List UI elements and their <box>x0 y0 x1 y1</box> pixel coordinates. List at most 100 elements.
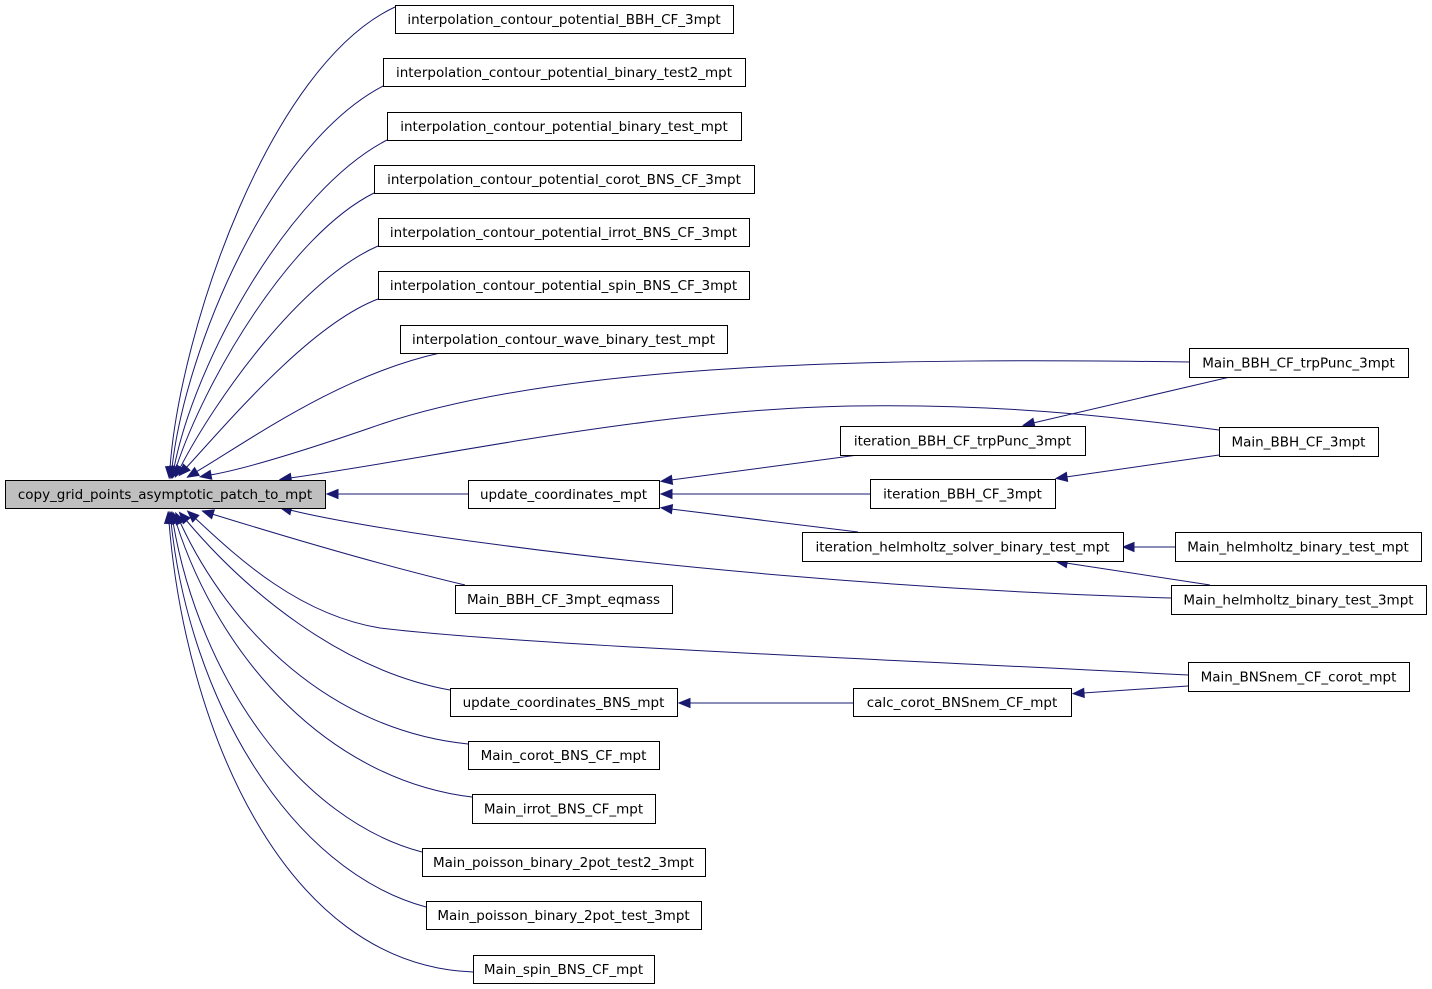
node-box <box>395 5 734 34</box>
node-box <box>870 479 1056 509</box>
edge-main_spin <box>163 510 474 973</box>
node-box <box>473 955 655 984</box>
node-label: Main_poisson_binary_2pot_test2_3mpt <box>433 855 694 871</box>
node-box <box>1189 348 1409 378</box>
edge-icp_bbh <box>164 6 396 480</box>
node-label: interpolation_contour_potential_irrot_BN… <box>390 225 737 241</box>
node-it-trp[interactable]: iteration_BBH_CF_trpPunc_3mpt <box>840 426 1086 456</box>
node-label: Main_irrot_BNS_CF_mpt <box>484 802 643 818</box>
edge-line <box>194 517 1189 676</box>
edge-main_bnsnem-calc_corot <box>1071 685 1189 699</box>
node-box <box>374 165 755 194</box>
node-icp-corot[interactable]: interpolation_contour_potential_corot_BN… <box>374 165 755 194</box>
node-box <box>468 480 660 509</box>
edge-line <box>169 6 396 469</box>
arrowhead-icon <box>163 510 175 524</box>
node-box <box>455 585 673 614</box>
arrowhead-icon <box>186 466 200 478</box>
node-main-helm-3mpt[interactable]: Main_helmholtz_binary_test_3mpt <box>1171 585 1427 615</box>
edge-main_bbh-it_bbh <box>1054 454 1220 482</box>
edge-main_corot <box>175 511 469 745</box>
node-root[interactable]: copy_grid_points_asymptotic_patch_to_mpt <box>5 480 326 509</box>
node-box <box>1219 427 1379 457</box>
edge-line <box>175 521 473 798</box>
edge-line <box>211 513 466 586</box>
arrowhead-icon <box>1054 471 1069 482</box>
node-calc-corot[interactable]: calc_corot_BNSnem_CF_mpt <box>853 688 1072 717</box>
edge-line <box>173 139 388 469</box>
edge-main_poisson2 <box>168 510 423 853</box>
edge-main_irrot <box>171 511 473 798</box>
node-it-bbh[interactable]: iteration_BBH_CF_3mpt <box>870 479 1056 509</box>
node-icp-spin[interactable]: interpolation_contour_potential_spin_BNS… <box>378 271 750 300</box>
edge-upd <box>325 488 468 500</box>
edge-line <box>195 352 441 473</box>
edge-line <box>1065 562 1211 586</box>
node-box <box>853 688 1072 717</box>
nodes-layer: copy_grid_points_asymptotic_patch_to_mpt… <box>5 5 1427 984</box>
node-label: Main_BBH_CF_3mpt_eqmass <box>467 592 660 608</box>
node-label: interpolation_contour_potential_binary_t… <box>400 119 728 135</box>
edge-line <box>1032 376 1231 424</box>
node-box <box>802 532 1124 562</box>
arrowhead-icon <box>659 503 674 515</box>
edge-main_helm_mpt-it_helm <box>1121 541 1175 553</box>
node-label: iteration_BBH_CF_3mpt <box>883 487 1042 503</box>
node-main-eqmass[interactable]: Main_BBH_CF_3mpt_eqmass <box>455 585 673 614</box>
node-box <box>1171 585 1427 615</box>
node-icp-bbh[interactable]: interpolation_contour_potential_BBH_CF_3… <box>395 5 734 34</box>
edge-icw_bt <box>186 352 441 478</box>
arrowhead-icon <box>1121 541 1135 553</box>
node-label: copy_grid_points_asymptotic_patch_to_mpt <box>18 487 312 503</box>
node-label: iteration_helmholtz_solver_binary_test_m… <box>815 540 1109 556</box>
node-box <box>450 688 678 717</box>
node-main-helm-mpt[interactable]: Main_helmholtz_binary_test_mpt <box>1175 532 1422 562</box>
edge-icp_corot <box>171 192 375 479</box>
edge-main_poisson <box>165 510 427 908</box>
node-box <box>472 794 656 824</box>
node-label: update_coordinates_mpt <box>480 487 647 503</box>
edge-line <box>185 519 451 691</box>
edge-it_trp-upd <box>659 454 859 485</box>
node-main-spin[interactable]: Main_spin_BNS_CF_mpt <box>473 955 655 984</box>
edge-calc_corot-upd_bns <box>677 697 853 709</box>
edge-line <box>185 298 379 469</box>
node-label: Main_BBH_CF_trpPunc_3mpt <box>1202 356 1395 372</box>
arrowhead-icon <box>1021 417 1036 428</box>
edge-line <box>179 245 379 469</box>
node-it-helm[interactable]: iteration_helmholtz_solver_binary_test_m… <box>802 532 1124 562</box>
node-icp-irrot[interactable]: interpolation_contour_potential_irrot_BN… <box>378 218 750 247</box>
edge-it_helm-upd <box>659 503 859 533</box>
node-box <box>422 848 706 877</box>
node-main-poisson2[interactable]: Main_poisson_binary_2pot_test2_3mpt <box>422 848 706 877</box>
arrowhead-icon <box>178 463 191 477</box>
edge-line <box>179 521 469 745</box>
node-main-poisson[interactable]: Main_poisson_binary_2pot_test_3mpt <box>426 901 702 930</box>
node-box <box>378 218 750 247</box>
node-upd-bns[interactable]: update_coordinates_BNS_mpt <box>450 688 678 717</box>
edge-line <box>289 509 1172 599</box>
arrowhead-icon <box>198 469 213 480</box>
node-icp-bt2[interactable]: interpolation_contour_potential_binary_t… <box>383 58 746 87</box>
node-main-trp[interactable]: Main_BBH_CF_trpPunc_3mpt <box>1189 348 1409 378</box>
node-main-bnsnem[interactable]: Main_BNSnem_CF_corot_mpt <box>1188 662 1410 692</box>
arrowhead-icon <box>659 488 673 500</box>
node-main-irrot[interactable]: Main_irrot_BNS_CF_mpt <box>472 794 656 824</box>
node-label: interpolation_contour_potential_spin_BNS… <box>390 278 737 294</box>
node-main-bbh[interactable]: Main_BBH_CF_3mpt <box>1219 427 1379 457</box>
node-label: interpolation_contour_potential_corot_BN… <box>387 172 741 188</box>
edge-line <box>670 508 859 533</box>
node-label: update_coordinates_BNS_mpt <box>463 695 665 711</box>
node-icw-bt[interactable]: interpolation_contour_wave_binary_test_m… <box>400 325 728 354</box>
node-box <box>383 58 746 87</box>
node-upd[interactable]: update_coordinates_mpt <box>468 480 660 509</box>
node-icp-bt[interactable]: interpolation_contour_potential_binary_t… <box>387 112 742 141</box>
arrowhead-icon <box>659 474 674 485</box>
node-label: Main_corot_BNS_CF_mpt <box>481 748 647 764</box>
edge-line <box>670 454 859 481</box>
edge-icp_irrot <box>174 245 379 479</box>
node-label: Main_BBH_CF_3mpt <box>1232 435 1366 451</box>
node-main-corot[interactable]: Main_corot_BNS_CF_mpt <box>468 741 660 770</box>
edge-line <box>168 521 474 973</box>
